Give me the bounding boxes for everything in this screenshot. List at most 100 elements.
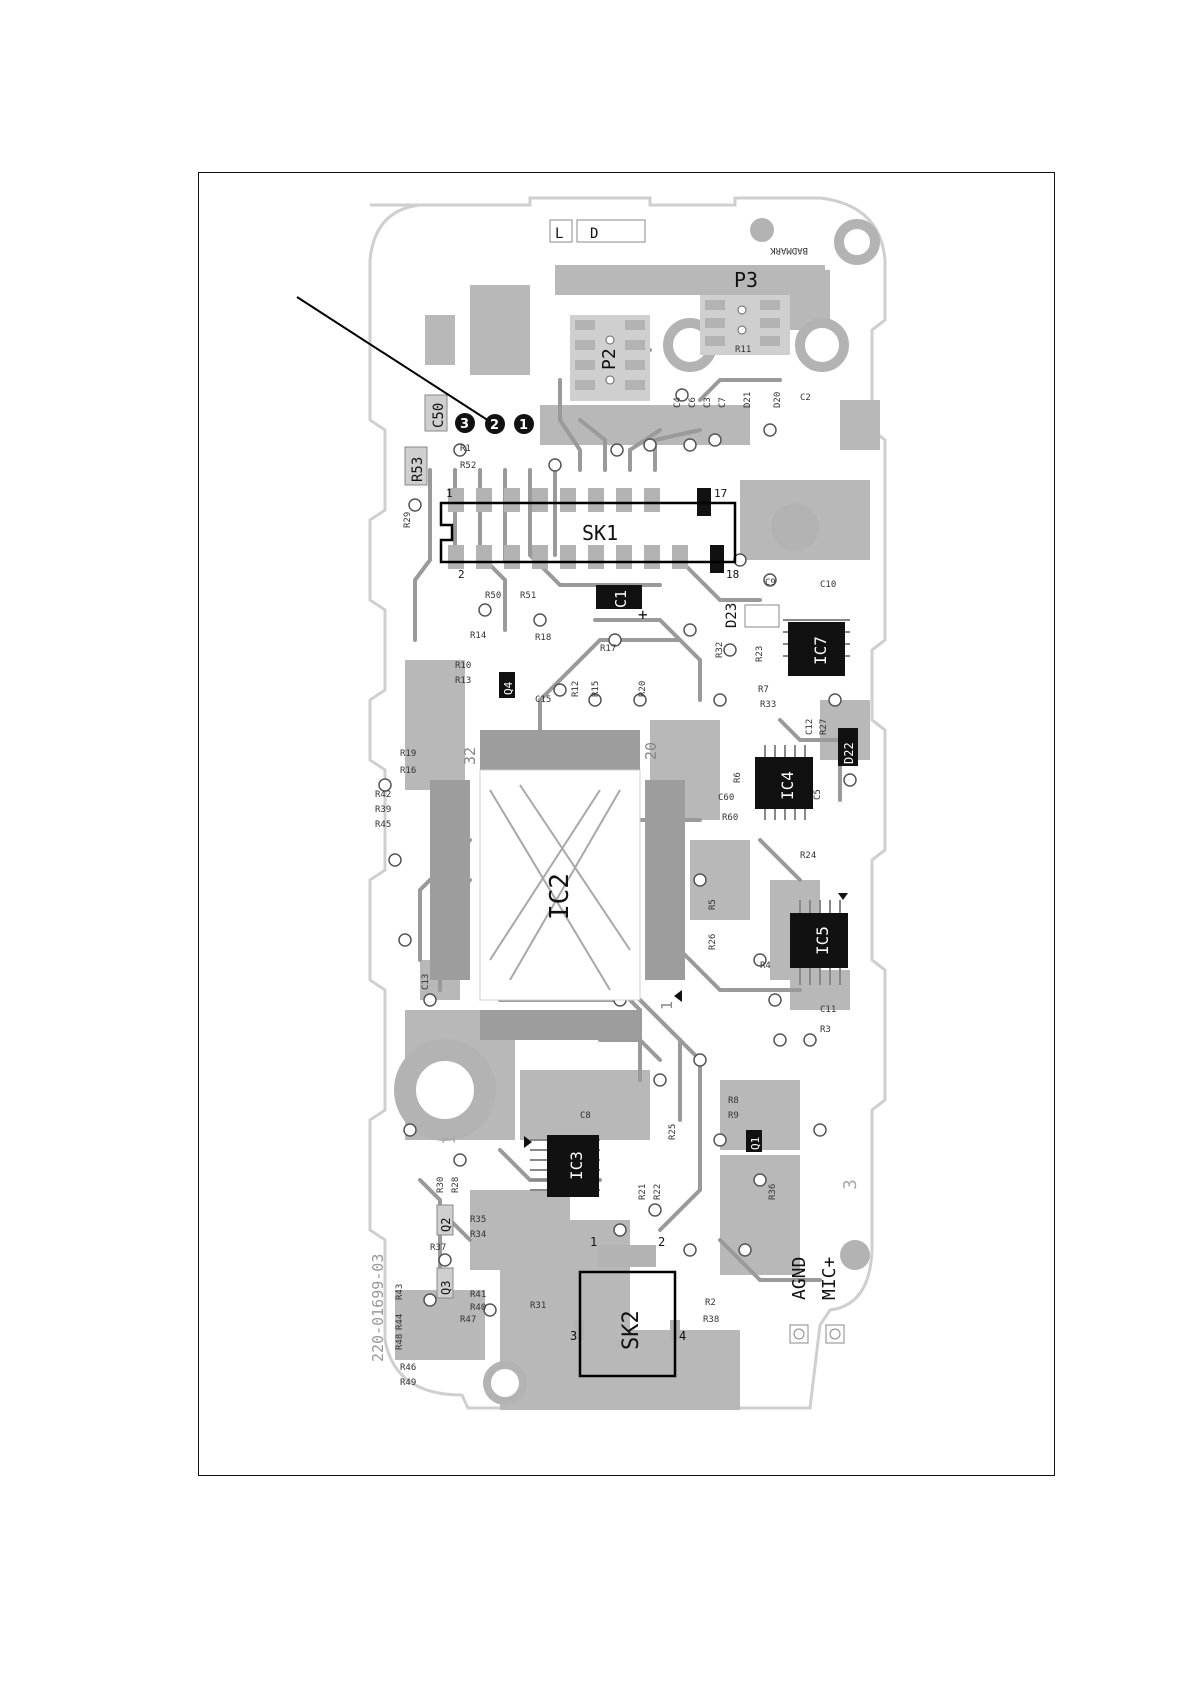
sk2-pin-4: 4 [679,1329,686,1343]
component-label-r19: R19 [400,749,416,759]
connector-sk2: SK2 1 2 3 4 [570,1235,686,1378]
component-label-r51: R51 [520,591,536,601]
component-label-r1: R1 [460,444,471,454]
corner-l: L [555,226,563,242]
sk1-label: SK1 [582,521,618,545]
ic2-chip: IC2 32 20 1 [430,730,685,1040]
q1-label: Q1 [749,1137,762,1150]
mic-label: MIC+ [819,1256,840,1300]
ic2-pin-1: 1 [658,1001,676,1010]
component-label-r50: R50 [485,591,501,601]
component-label-r46: R46 [400,1363,416,1373]
component-label-r41: R41 [470,1290,486,1300]
q4-label: Q4 [502,681,515,695]
component-label-c13: C13 [421,974,431,990]
component-label-r20: R20 [638,681,648,697]
badge-3: 3 [460,417,469,432]
component-label-r48: R48 [395,1334,405,1350]
component-label-c9: C9 [765,578,776,588]
badmark-label: BADMARK [769,245,808,255]
sk1-pin-1: 1 [446,487,453,500]
component-label-r15: R15 [591,681,601,697]
p3-label: P3 [734,268,758,292]
component-label-r22: R22 [653,1184,663,1200]
q1-body [746,1130,762,1152]
component-label-c6: C6 [688,397,698,408]
component-label-r13: R13 [455,676,471,686]
component-label-r6: R6 [733,772,743,783]
component-label-r34: R34 [470,1230,486,1240]
ic2-label: IC2 [545,873,575,920]
r53-body [404,446,428,486]
component-label-c7: C7 [718,397,728,408]
component-label-r52: R52 [460,461,476,471]
q2-body [436,1204,454,1236]
component-label-c8: C8 [580,1111,591,1121]
component-label-r43: R43 [395,1284,405,1300]
sk1-pin-17: 17 [714,487,727,500]
component-label-r23: R23 [755,646,765,662]
pointer-badges: 3 2 1 [455,413,534,434]
ic4-chip: IC4 [755,745,813,820]
component-label-r4: R4 [760,961,771,971]
component-label-r2: R2 [705,1298,716,1308]
badge-1: 1 [519,418,528,433]
component-label-r24: R24 [800,851,816,861]
q3-label: Q3 [439,1281,453,1295]
component-label-r3: R3 [820,1025,831,1035]
d23-label: D23 [724,603,740,628]
component-label-r45: R45 [375,820,391,830]
board-pin-3: 3 [840,1179,861,1190]
component-label-r11: R11 [735,345,751,355]
component-label-c2: C2 [800,393,811,403]
component-label-c3: C3 [703,397,713,408]
component-label-r12: R12 [571,681,581,697]
corner-d: D [590,226,598,242]
c50-label: C50 [431,403,447,428]
d22-label: D22 [842,742,856,764]
component-label-r47: R47 [460,1315,476,1325]
d23-body [744,604,780,628]
c1-label: C1 [612,590,630,608]
component-label-r14: R14 [470,631,486,641]
component-label-r16: R16 [400,766,416,776]
drawing-frame [198,172,1055,1476]
component-label-r27: R27 [819,719,829,735]
component-label-r26: R26 [708,934,718,950]
component-label-r10: R10 [455,661,471,671]
ic2-pin-20: 20 [642,742,660,760]
component-label-r21: R21 [638,1184,648,1200]
connector-p2: P2 [570,315,650,401]
ic7-chip: IC7 [783,619,850,676]
component-label-r5: R5 [708,899,718,910]
badge-2: 2 [490,418,499,433]
component-label-c15: C15 [535,695,551,705]
connector-sk1: SK1 1 2 17 18 [439,487,739,581]
component-label-r49: R49 [400,1378,416,1388]
c1-plus: + [638,605,648,624]
r53-label: R53 [410,457,426,482]
sk2-label: SK2 [619,1310,644,1350]
ic5-chip: IC5 [790,893,848,985]
component-label-d21: D21 [743,392,753,408]
c1-body [596,585,642,609]
component-label-r37: R37 [430,1243,446,1253]
agnd-label: AGND [789,1257,810,1300]
q4-body [499,672,515,698]
component-label-r39: R39 [375,805,391,815]
component-label-d20: D20 [773,392,783,408]
component-label-r38: R38 [703,1315,719,1325]
component-label-r33: R33 [760,700,776,710]
component-label-r29: R29 [403,512,413,528]
c50-body [424,394,448,432]
component-label-r30: R30 [436,1177,446,1193]
q2-label: Q2 [439,1218,453,1232]
d22-body [838,728,858,766]
pointer-line [296,296,504,431]
sk2-pin-1: 1 [590,1235,597,1249]
component-label-r28: R28 [451,1177,461,1193]
connector-p3: P3 [700,268,790,355]
corner-box-l [549,219,573,243]
